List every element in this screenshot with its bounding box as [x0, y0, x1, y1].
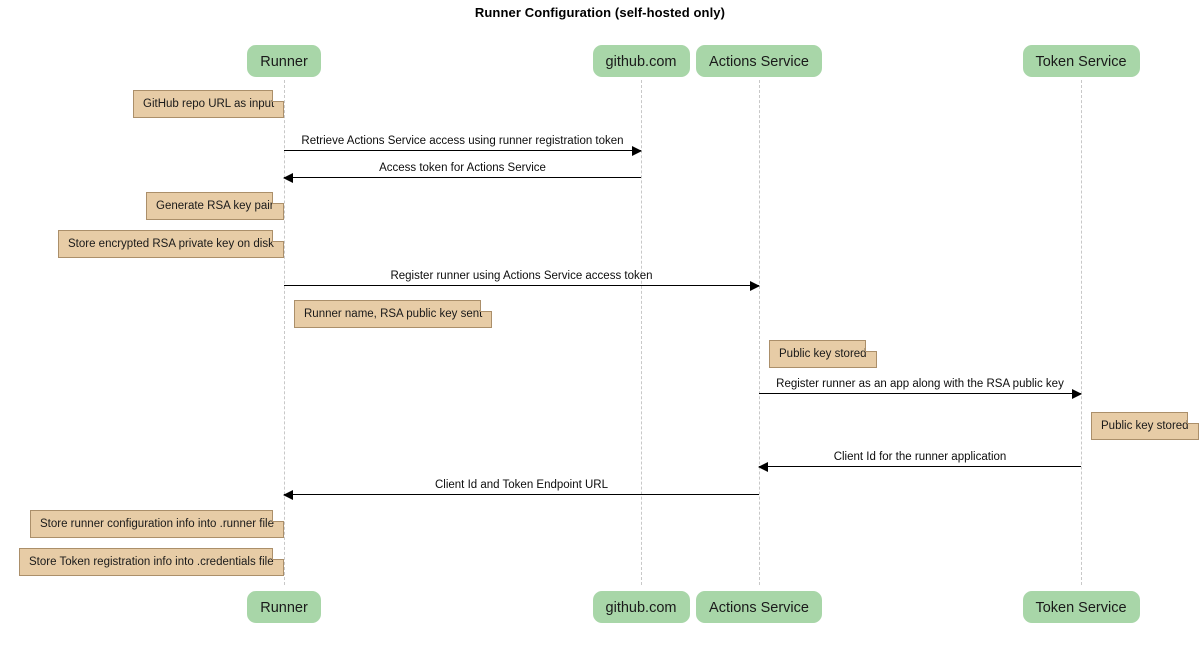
- note-label: Store Token registration info into .cred…: [29, 556, 274, 568]
- participant-actions-bottom[interactable]: Actions Service: [696, 591, 822, 623]
- note-fold-corner-icon: [272, 192, 284, 204]
- lifeline-token: [1081, 80, 1082, 585]
- note-fold-corner-icon: [480, 300, 492, 312]
- message-label: Access token for Actions Service: [379, 162, 546, 174]
- page-title: Runner Configuration (self-hosted only): [474, 5, 726, 20]
- message-label: Register runner as an app along with the…: [776, 378, 1064, 390]
- message-line: [284, 177, 641, 178]
- message-label: Retrieve Actions Service access using ru…: [301, 135, 624, 147]
- message-m3: Register runner using Actions Service ac…: [284, 270, 760, 291]
- message-line: [284, 150, 641, 151]
- note-n6: Public key stored: [1091, 412, 1199, 440]
- message-m5: Client Id for the runner application: [758, 451, 1081, 472]
- note-label: Store encrypted RSA private key on disk: [68, 238, 274, 250]
- lifeline-actions: [759, 80, 760, 585]
- note-label: Public key stored: [779, 348, 867, 360]
- message-line: [759, 466, 1081, 467]
- arrowhead-right-icon: [632, 145, 642, 156]
- note-fold-corner-icon: [272, 90, 284, 102]
- note-fold-corner-icon: [865, 340, 877, 352]
- participant-github-bottom[interactable]: github.com: [592, 591, 690, 623]
- arrowhead-left-icon: [283, 172, 293, 183]
- note-n3: Store encrypted RSA private key on disk: [58, 230, 284, 258]
- note-fold-corner-icon: [272, 548, 284, 560]
- arrowhead-right-icon: [1072, 388, 1082, 399]
- note-fold-corner-icon: [1187, 412, 1199, 424]
- note-label: Generate RSA key pair: [156, 200, 274, 212]
- note-label: GitHub repo URL as input: [143, 98, 275, 110]
- message-label: Client Id for the runner application: [833, 451, 1007, 463]
- participant-token-top[interactable]: Token Service: [1022, 45, 1140, 77]
- message-line: [284, 494, 759, 495]
- participant-github-top[interactable]: github.com: [592, 45, 690, 77]
- note-n1: GitHub repo URL as input: [133, 90, 284, 118]
- message-m1: Retrieve Actions Service access using ru…: [284, 135, 642, 156]
- message-line: [284, 285, 759, 286]
- message-label: Client Id and Token Endpoint URL: [434, 479, 609, 491]
- lifeline-runner: [284, 80, 285, 585]
- note-n4: Runner name, RSA public key sent: [294, 300, 492, 328]
- note-fold-corner-icon: [272, 230, 284, 242]
- message-m6: Client Id and Token Endpoint URL: [283, 479, 759, 500]
- note-label: Store runner configuration info into .ru…: [40, 518, 274, 530]
- note-label: Runner name, RSA public key sent: [304, 308, 483, 320]
- message-m4: Register runner as an app along with the…: [759, 378, 1082, 399]
- message-line: [759, 393, 1081, 394]
- note-n5: Public key stored: [769, 340, 877, 368]
- note-n7: Store runner configuration info into .ru…: [30, 510, 284, 538]
- arrowhead-left-icon: [758, 461, 768, 472]
- message-m2: Access token for Actions Service: [283, 162, 641, 183]
- participant-runner-bottom[interactable]: Runner: [247, 591, 321, 623]
- participant-token-bottom[interactable]: Token Service: [1022, 591, 1140, 623]
- participant-runner-top[interactable]: Runner: [247, 45, 321, 77]
- message-label: Register runner using Actions Service ac…: [390, 270, 653, 282]
- note-n2: Generate RSA key pair: [146, 192, 284, 220]
- note-fold-corner-icon: [272, 510, 284, 522]
- participant-actions-top[interactable]: Actions Service: [696, 45, 822, 77]
- arrowhead-right-icon: [750, 280, 760, 291]
- lifeline-github: [641, 80, 642, 585]
- note-n8: Store Token registration info into .cred…: [19, 548, 284, 576]
- arrowhead-left-icon: [283, 489, 293, 500]
- note-label: Public key stored: [1101, 420, 1189, 432]
